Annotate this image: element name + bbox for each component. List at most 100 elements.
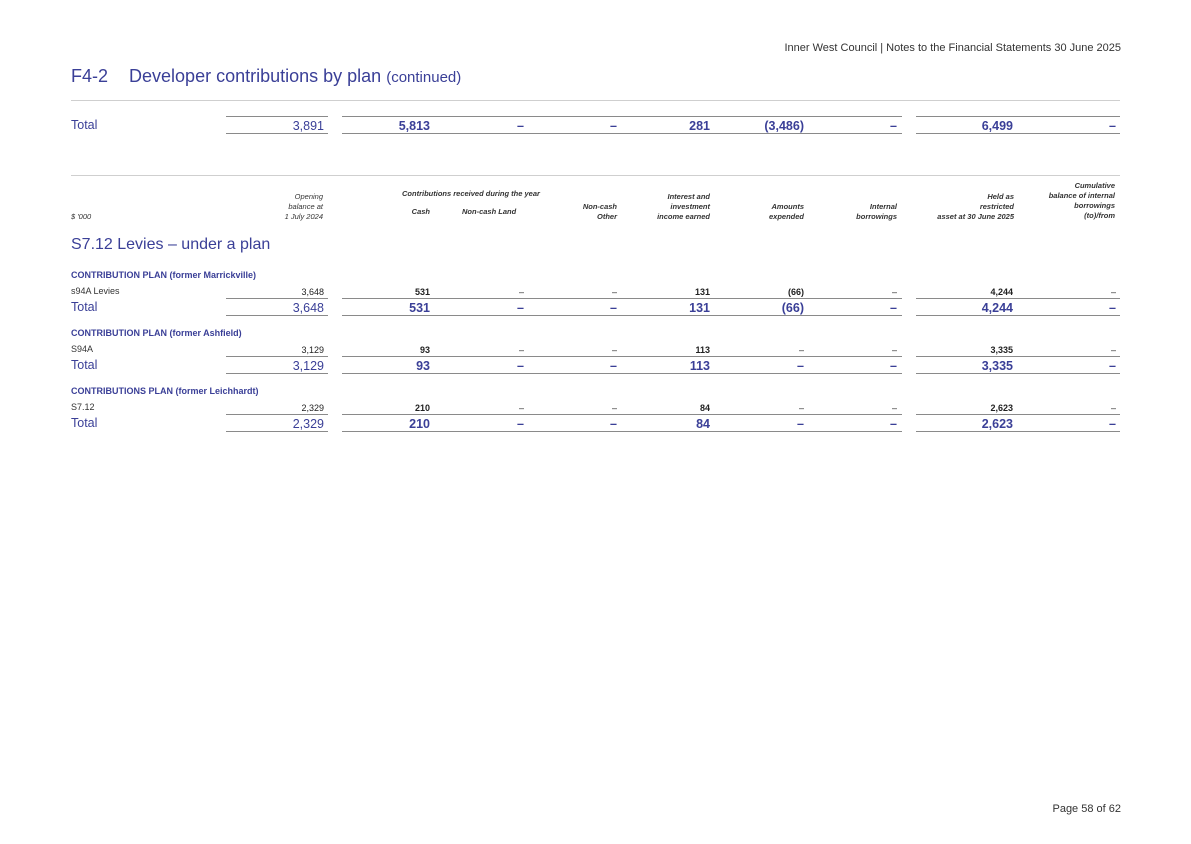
row-label: S94A: [71, 344, 94, 354]
value-noncash-other: –: [610, 119, 617, 133]
note-title: Developer contributions by plan: [129, 66, 382, 86]
value-cumulative: –: [1110, 287, 1116, 297]
value-cumulative: –: [1109, 359, 1116, 373]
value-held: 6,499: [981, 119, 1013, 133]
col-cash: Cash: [411, 207, 430, 216]
total-rule: [342, 315, 902, 316]
value-held: 3,335: [990, 345, 1013, 355]
value-expended: –: [798, 345, 804, 355]
value-opening: 2,329: [292, 417, 324, 431]
col-line: investment: [670, 202, 710, 211]
total-label: Total: [71, 416, 98, 430]
page-title: F4-2 Developer contributions by plan (co…: [71, 66, 461, 87]
value-noncash-land: –: [517, 119, 524, 133]
value-borrowings: –: [891, 287, 897, 297]
col-contrib-group: Contributions received during the year: [402, 189, 540, 198]
value-cumulative: –: [1109, 119, 1116, 133]
value-noncash-other: –: [611, 345, 617, 355]
value-cumulative: –: [1110, 345, 1116, 355]
total-rule: [342, 356, 902, 357]
value-noncash-other: –: [610, 301, 617, 315]
col-line: (to)/from: [1084, 211, 1115, 220]
value-expended: (66): [787, 287, 804, 297]
plan-name: CONTRIBUTION PLAN (former Marrickville): [71, 270, 257, 280]
value-expended: (3,486): [764, 119, 804, 133]
value-opening: 3,129: [301, 345, 324, 355]
total-rule: [916, 315, 1120, 316]
value-cash: 210: [409, 417, 430, 431]
value-interest: 113: [695, 345, 710, 355]
value-opening: 3,129: [292, 359, 324, 373]
total-rule: [226, 414, 328, 415]
value-noncash-land: –: [517, 359, 524, 373]
col-borrowings: Internal borrowings: [856, 202, 897, 222]
col-expended: Amounts expended: [769, 202, 804, 222]
value-borrowings: –: [890, 359, 897, 373]
value-borrowings: –: [890, 301, 897, 315]
col-line: Amounts: [771, 202, 805, 211]
value-noncash-land: –: [517, 417, 524, 431]
total-label: Total: [71, 300, 98, 314]
section-title: S7.12 Levies – under a plan: [71, 236, 271, 253]
value-interest: 131: [689, 301, 710, 315]
value-noncash-other: –: [610, 359, 617, 373]
value-cumulative: –: [1109, 301, 1116, 315]
value-held: 3,335: [981, 359, 1013, 373]
bottom-rule: [226, 133, 328, 134]
col-line: asset at 30 June 2025: [937, 212, 1014, 221]
col-cumulative: Cumulative balance of internal borrowing…: [1049, 181, 1115, 221]
value-noncash-land: –: [518, 345, 524, 355]
page-number: Page 58 of 62: [1052, 803, 1121, 815]
title-divider: [71, 100, 1120, 101]
top-rule: [342, 116, 902, 117]
value-interest: 84: [696, 417, 710, 431]
value-held: 2,623: [981, 417, 1013, 431]
value-noncash-other: –: [611, 403, 617, 413]
total-rule: [226, 431, 328, 432]
value-held: 2,623: [990, 403, 1013, 413]
total-rule: [916, 356, 1120, 357]
total-rule: [916, 431, 1120, 432]
value-expended: –: [797, 359, 804, 373]
col-line: expended: [768, 212, 804, 221]
col-line: borrowings: [856, 212, 897, 221]
col-line: Interest and: [667, 192, 710, 201]
value-cash: 531: [409, 301, 430, 315]
col-line: Held as: [987, 192, 1014, 201]
continued-label: (continued): [386, 69, 462, 86]
col-line: Cumulative: [1074, 181, 1115, 190]
value-noncash-land: –: [517, 301, 524, 315]
unit-label: $ '000: [71, 212, 92, 221]
bottom-rule: [342, 133, 902, 134]
total-rule: [342, 431, 902, 432]
top-rule: [226, 116, 328, 117]
value-cash: 5,813: [398, 119, 430, 133]
value-interest: 131: [694, 287, 710, 297]
row-label: s94A Levies: [71, 286, 120, 296]
col-noncash-other: Non-cash Other: [583, 202, 617, 222]
total-rule: [342, 414, 902, 415]
value-cash: 93: [419, 345, 430, 355]
total-rule: [916, 373, 1120, 374]
value-expended: –: [798, 403, 804, 413]
value-interest: 113: [689, 359, 710, 373]
value-cumulative: –: [1109, 417, 1116, 431]
total-rule: [226, 315, 328, 316]
value-borrowings: –: [890, 417, 897, 431]
top-total-label: Total: [71, 118, 98, 132]
col-opening: Opening balance at 1 July 2024: [285, 192, 323, 222]
value-interest: 281: [689, 119, 710, 133]
value-interest: 84: [699, 403, 710, 413]
col-line: balance of internal: [1048, 191, 1115, 200]
value-expended: –: [797, 417, 804, 431]
value-cumulative: –: [1110, 403, 1116, 413]
plan-name: CONTRIBUTIONS PLAN (former Leichhardt): [71, 386, 259, 396]
col-opening-line: Opening: [294, 192, 323, 201]
value-noncash-land: –: [518, 287, 524, 297]
report-header: Inner West Council | Notes to the Financ…: [784, 42, 1121, 54]
col-line: Other: [596, 212, 617, 221]
bottom-rule: [916, 133, 1120, 134]
value-cash: 531: [414, 287, 430, 297]
col-line: Internal: [869, 202, 897, 211]
plan-name: CONTRIBUTION PLAN (former Ashfield): [71, 328, 242, 338]
